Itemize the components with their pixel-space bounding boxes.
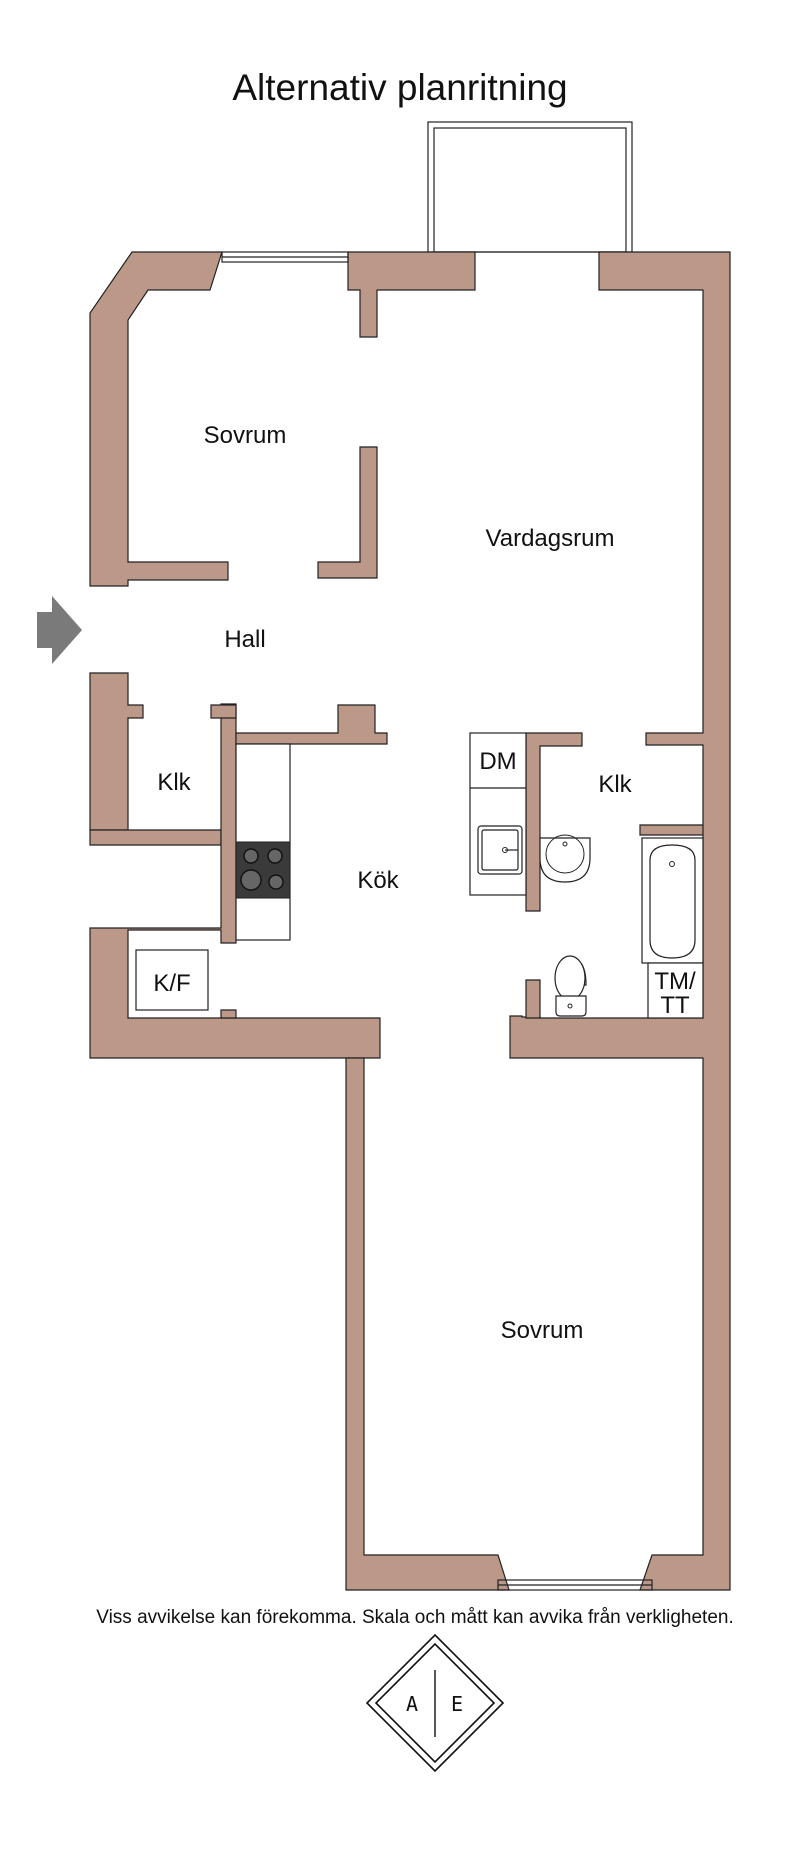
bathroom (539, 834, 704, 1019)
room-label-living-room: Vardagsrum (486, 525, 615, 552)
label-washer-dryer-1: TM/ (654, 968, 696, 995)
walls (89, 251, 731, 1591)
label-fridge-freezer: K/F (153, 970, 190, 997)
sink-icon (477, 825, 523, 875)
bathtub-icon (649, 844, 696, 959)
window-bottom (497, 1579, 653, 1591)
washbasin-icon (539, 837, 591, 883)
room-label-bedroom-bottom: Sovrum (501, 1317, 584, 1344)
stove-icon (235, 841, 291, 899)
logo-letter-e: E (451, 1692, 463, 1716)
company-logo: A E (365, 1633, 505, 1773)
sink-counter (469, 732, 527, 896)
room-label-bedroom-top: Sovrum (204, 422, 287, 449)
window-top (221, 251, 349, 263)
label-dishwasher: DM (479, 748, 516, 775)
room-label-closet-right: Klk (598, 771, 632, 798)
toilet-icon (554, 955, 587, 1017)
entrance-arrow-icon (37, 596, 82, 664)
fridge-freezer-box (135, 949, 209, 1011)
room-label-hall: Hall (224, 626, 265, 653)
room-label-kitchen: Kök (357, 867, 399, 894)
room-label-closet-left: Klk (157, 769, 191, 796)
balcony (427, 121, 633, 253)
label-washer-dryer-2: TT (660, 992, 690, 1019)
disclaimer-text: Viss avvikelse kan förekomma. Skala och … (96, 1607, 734, 1628)
kitchen-counter (235, 743, 291, 941)
plan-title: Alternativ planritning (232, 67, 567, 108)
logo-letter-a: A (406, 1692, 418, 1716)
